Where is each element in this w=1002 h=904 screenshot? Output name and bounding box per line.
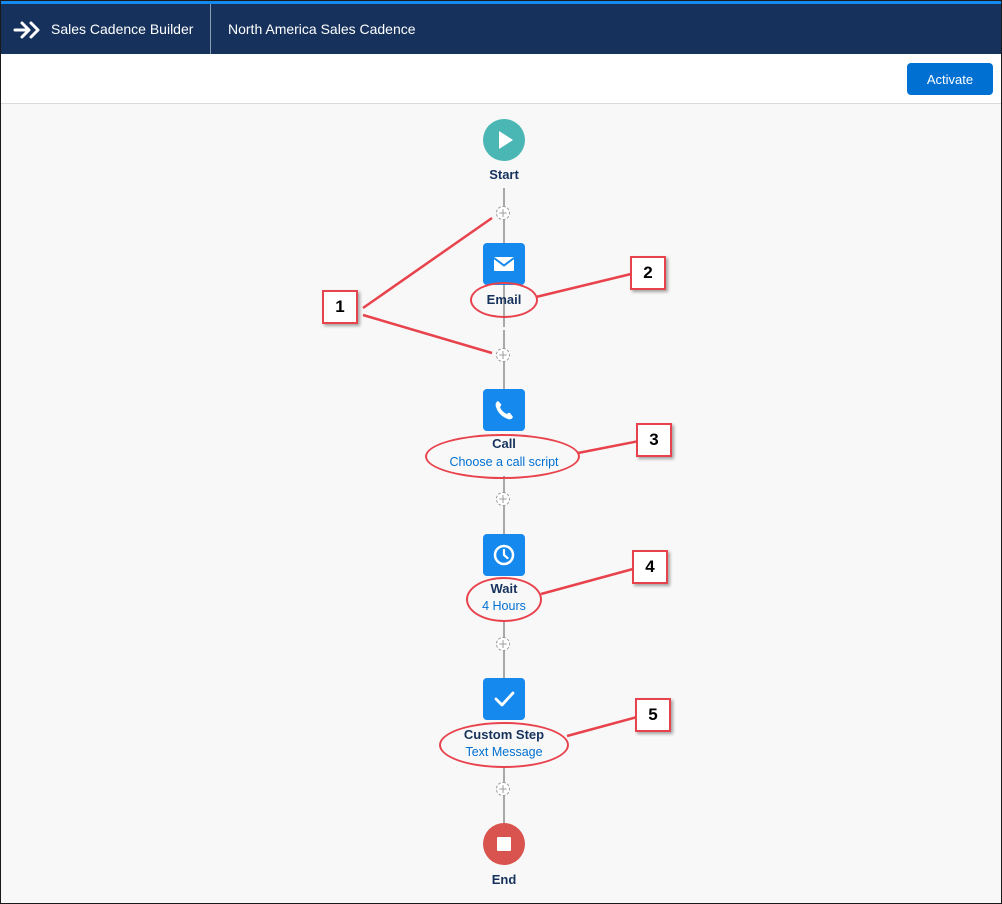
step-wait-icon-tile[interactable] <box>483 534 525 576</box>
app-title: Sales Cadence Builder <box>51 21 194 37</box>
phone-icon <box>495 401 513 420</box>
stop-icon <box>497 837 511 851</box>
envelope-icon <box>493 257 515 271</box>
add-step-button[interactable]: + <box>496 637 510 651</box>
add-step-button[interactable]: + <box>496 492 510 506</box>
annotation-ellipse <box>470 282 538 318</box>
step-call-icon-tile[interactable] <box>483 389 525 431</box>
annotation-ellipse <box>439 722 569 768</box>
step-custom-icon-tile[interactable] <box>483 678 525 720</box>
builder-toolbar: Activate <box>1 54 1001 104</box>
cadence-canvas: Start + Email + Call Choose a call scrip… <box>1 104 1001 903</box>
callout-3: 3 <box>636 423 672 457</box>
activate-button[interactable]: Activate <box>907 63 993 95</box>
callout-4: 4 <box>632 550 668 584</box>
callout-5: 5 <box>635 698 671 732</box>
add-step-button[interactable]: + <box>496 348 510 362</box>
clock-icon <box>493 544 515 566</box>
end-node[interactable] <box>483 823 525 865</box>
checkmark-icon <box>494 691 515 707</box>
annotation-ellipse <box>466 577 542 622</box>
start-label: Start <box>489 167 519 182</box>
step-email-icon-tile[interactable] <box>483 243 525 285</box>
cadence-name: North America Sales Cadence <box>228 21 416 37</box>
play-icon <box>499 131 513 149</box>
end-label: End <box>491 872 517 887</box>
start-node[interactable] <box>483 119 525 161</box>
callout-2: 2 <box>630 256 666 290</box>
add-step-button[interactable]: + <box>496 782 510 796</box>
callout-1: 1 <box>322 290 358 324</box>
header-divider <box>210 4 211 54</box>
annotation-ellipse <box>425 434 580 479</box>
global-header: Sales Cadence Builder North America Sale… <box>1 1 1001 54</box>
add-step-button[interactable]: + <box>496 206 510 220</box>
cadence-arrows-icon <box>13 21 40 39</box>
